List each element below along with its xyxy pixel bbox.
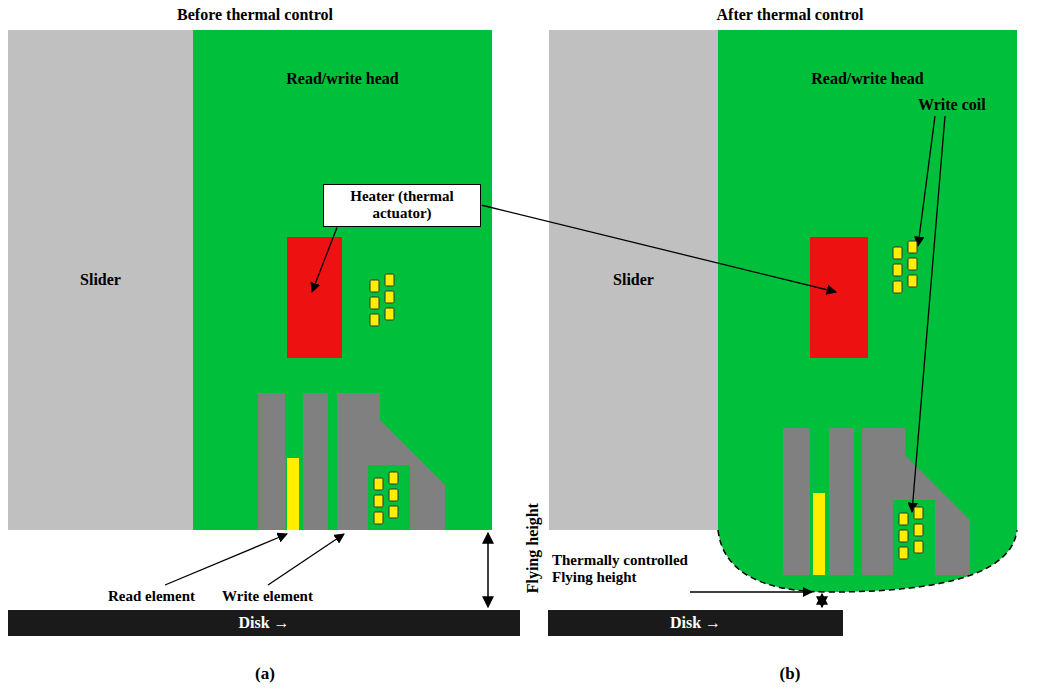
coil-turn — [389, 506, 398, 518]
node-text: Heater (thermal actuator) — [332, 188, 472, 223]
coil-turn — [370, 314, 379, 326]
coil-turn — [899, 547, 908, 559]
leader-line — [912, 116, 945, 512]
coil-turn — [374, 478, 383, 490]
part-label: Read element — [108, 588, 195, 605]
read-write-head: Read/write head — [193, 30, 492, 530]
coil-turn — [374, 495, 383, 507]
coil-turn — [908, 275, 917, 287]
coil-turn — [899, 530, 908, 542]
heater-block — [287, 237, 342, 358]
heater-block — [810, 237, 868, 358]
coil-turn — [914, 524, 923, 536]
coil-turn — [914, 541, 923, 553]
coil-turn — [385, 291, 394, 303]
heater-callout: Heater (thermal actuator) — [323, 184, 481, 227]
coil-turn — [389, 472, 398, 484]
disk: Disk → — [548, 610, 843, 636]
leader-line — [482, 205, 836, 292]
leader-line — [690, 591, 812, 592]
part-label: Write coil — [918, 96, 986, 114]
dimension-label: Flying height — [524, 503, 542, 593]
coil-turn — [374, 512, 383, 524]
coil-turn — [385, 308, 394, 320]
gap-arrow — [487, 533, 489, 607]
shield-bar — [303, 393, 328, 530]
slider-body — [8, 30, 193, 530]
coil-turn — [893, 264, 902, 276]
slider-body — [549, 30, 718, 530]
read-element — [813, 493, 825, 575]
dimension-label: Thermally controlled Flying height — [552, 552, 702, 587]
leader-line — [312, 228, 337, 293]
node-text: Slider — [613, 271, 654, 289]
coil-turn — [370, 297, 379, 309]
leader-line — [918, 116, 935, 246]
slider: Slider — [8, 30, 193, 530]
coil-turn — [893, 281, 902, 293]
node-text: Disk → — [670, 615, 721, 631]
slider: Slider — [549, 30, 718, 530]
gap-arrow — [821, 594, 823, 607]
coil-turn — [908, 241, 917, 253]
coil-turn — [893, 247, 902, 259]
panel-letter: (b) — [780, 664, 801, 684]
disk: Disk → — [8, 610, 520, 636]
panel-title: Before thermal control — [177, 6, 333, 24]
part-label: Write element — [222, 588, 313, 605]
shield-bar — [829, 428, 854, 575]
node-text: Read/write head — [811, 70, 923, 88]
coil-turn — [908, 258, 917, 270]
coil-turn — [899, 513, 908, 525]
node-text: Read/write head — [286, 70, 398, 88]
head-body — [193, 30, 492, 530]
coil-turn — [385, 274, 394, 286]
coil-turn — [389, 489, 398, 501]
write-pole — [337, 393, 445, 530]
leader-line — [268, 534, 344, 585]
shield-bar — [783, 428, 810, 575]
shield-bar — [258, 393, 285, 530]
read-element — [287, 458, 299, 530]
coil-group — [370, 241, 923, 559]
node-text: Disk → — [238, 615, 289, 631]
panel-title: After thermal control — [717, 6, 864, 24]
head-body — [718, 30, 1017, 592]
disk-body — [548, 610, 843, 636]
disk-body — [8, 610, 520, 636]
coil-turn — [914, 507, 923, 519]
node-text: Slider — [80, 271, 121, 289]
coil-turn — [370, 280, 379, 292]
write-pole — [862, 428, 970, 575]
leader-line — [165, 534, 287, 585]
panel-letter: (a) — [255, 664, 275, 684]
